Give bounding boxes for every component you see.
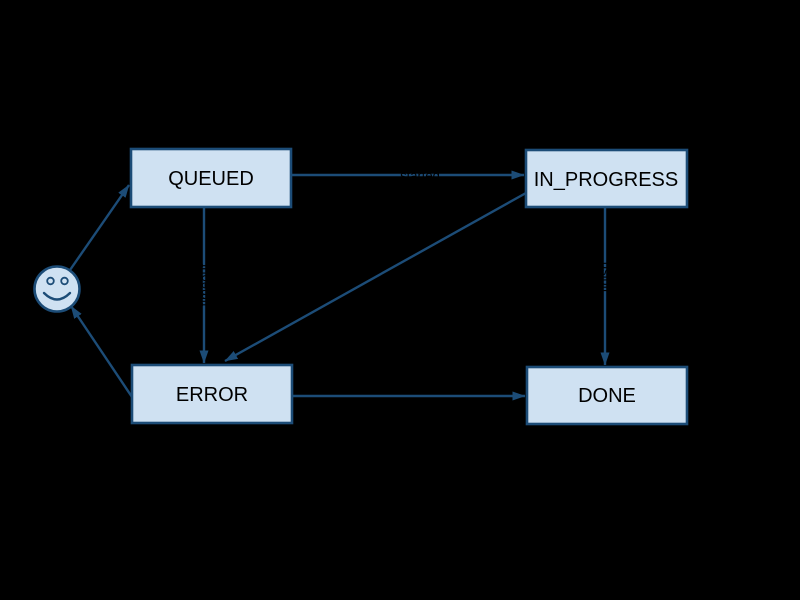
in-progress-label: IN_PROGRESS (534, 169, 678, 191)
in-progress-box (524, 148, 689, 209)
done-box (525, 365, 689, 426)
done-label: DONE (578, 385, 636, 407)
queued-label: QUEUED (168, 168, 254, 190)
edge-label-queued-to-in-progress: started (400, 168, 440, 183)
queued-box (129, 147, 293, 209)
edge-in-progress-to-error (224, 191, 527, 363)
smiley-face-icon (33, 265, 81, 313)
start-node (33, 265, 81, 313)
edge-error-to-start (70, 305, 133, 398)
nodes: QUEUED IN_PROGRESS ERROR DONE (33, 147, 689, 426)
state-node-error: ERROR (130, 363, 294, 425)
edge-label-queued-to-error: timeout (197, 263, 212, 306)
edges (69, 170, 610, 401)
edge-start-to-queued (69, 184, 130, 271)
edge-label-in-progress-to-done: finish (597, 262, 612, 292)
state-node-queued: QUEUED (129, 147, 293, 209)
error-box (130, 363, 294, 425)
error-label: ERROR (176, 384, 248, 406)
smiley-eye-right (60, 276, 69, 286)
state-node-in-progress: IN_PROGRESS (524, 148, 689, 209)
smiley-eye-left (46, 276, 55, 286)
state-node-done: DONE (525, 365, 689, 426)
smiley-mouth (42, 291, 72, 301)
